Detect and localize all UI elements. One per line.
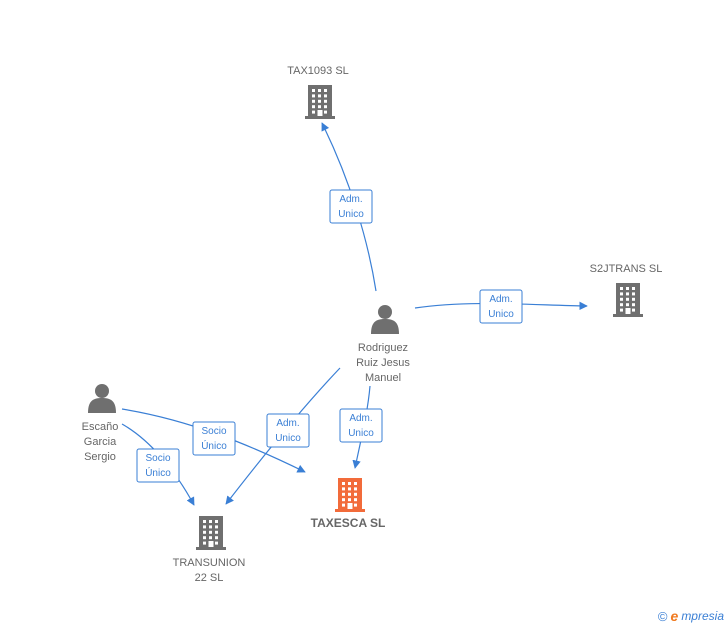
edge-label-box[interactable] bbox=[479, 289, 523, 324]
brand-logo-initial: e bbox=[670, 608, 679, 624]
node-label: S2JTRANS SL bbox=[590, 263, 663, 275]
node-label: TRANSUNION bbox=[173, 557, 246, 569]
node-taxesca[interactable]: TAXESCA SL bbox=[311, 478, 386, 530]
edges-layer: Adm.UnicoAdm.UnicoAdm.UnicoAdm.UnicoSoci… bbox=[121, 122, 588, 506]
edge-label-text: Unico bbox=[275, 433, 301, 444]
edge-label-text: Único bbox=[201, 439, 227, 452]
edge-label-text: Socio bbox=[201, 426, 226, 437]
building-icon bbox=[305, 85, 335, 119]
node-tax1093[interactable]: TAX1093 SL bbox=[287, 65, 349, 119]
edge-rodriguez-to-transunion: Adm. Unico bbox=[225, 367, 341, 505]
building-icon bbox=[196, 516, 226, 550]
node-s2jtrans[interactable]: S2JTRANS SL bbox=[590, 263, 663, 317]
node-label: Ruiz Jesus bbox=[356, 357, 410, 369]
node-label: Escaño bbox=[82, 421, 119, 433]
edge-label-box[interactable] bbox=[266, 413, 310, 448]
edge-label-text: Adm. bbox=[349, 413, 372, 424]
node-label: Manuel bbox=[365, 372, 401, 384]
node-label: Rodriguez bbox=[358, 342, 408, 354]
edge-label-text: Socio bbox=[145, 453, 170, 464]
person-icon bbox=[371, 305, 399, 334]
edge-label-box[interactable] bbox=[339, 408, 383, 443]
edge-label-text: Unico bbox=[488, 309, 514, 320]
edge-label-text: Adm. bbox=[276, 418, 299, 429]
node-label: TAX1093 SL bbox=[287, 65, 349, 77]
edge-label-text: Adm. bbox=[489, 294, 512, 305]
edge-rodriguez-to-s2jtrans: Adm. Unico bbox=[414, 289, 588, 324]
edge-label-text: Adm. bbox=[339, 194, 362, 205]
edge-label-text: Unico bbox=[338, 209, 364, 220]
edge-rodriguez-to-tax1093: Adm. Unico bbox=[321, 122, 377, 292]
building-icon bbox=[613, 283, 643, 317]
node-label: Sergio bbox=[84, 451, 116, 463]
node-label: TAXESCA SL bbox=[311, 516, 386, 530]
copyright-icon: © bbox=[657, 608, 668, 624]
node-label: Garcia bbox=[84, 436, 117, 448]
edge-rodriguez-to-taxesca: Adm. Unico bbox=[339, 385, 383, 469]
building-icon bbox=[335, 478, 365, 512]
edge-label-box[interactable] bbox=[136, 448, 180, 483]
edge-label-text: Único bbox=[145, 466, 171, 479]
node-label: 22 SL bbox=[195, 572, 224, 584]
person-icon bbox=[88, 384, 116, 413]
edge-label-text: Unico bbox=[348, 428, 374, 439]
node-transunion[interactable]: TRANSUNION 22 SL bbox=[173, 516, 246, 584]
edge-label-box[interactable] bbox=[192, 421, 236, 456]
edge-label-box[interactable] bbox=[329, 189, 373, 224]
brand-logo-text: mpresia bbox=[681, 609, 724, 623]
